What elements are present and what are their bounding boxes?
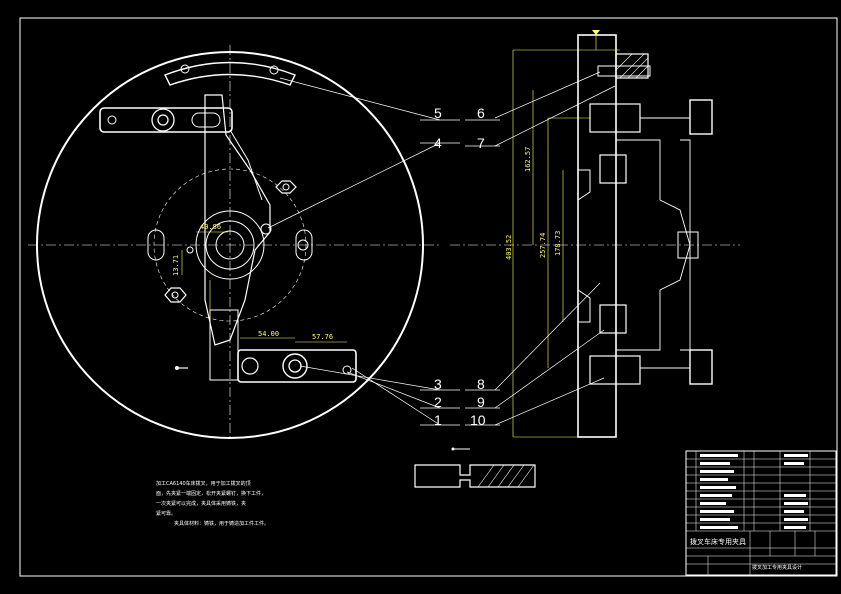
leader-3 (299, 365, 441, 391)
bolt-circle (153, 168, 307, 322)
detail-label-dot (451, 447, 455, 451)
dim-162-57: 162.57 (524, 147, 532, 172)
lower-clamp-bolt (589, 355, 641, 385)
lower-nut (689, 349, 713, 385)
parts-list-fill (700, 454, 808, 529)
top-clamp-pin (107, 115, 117, 125)
leader-6 (494, 71, 601, 119)
side-base-plate (577, 34, 617, 438)
side-center-boss (677, 231, 699, 259)
balloon-4: 4 (434, 135, 442, 151)
leader-7 (494, 85, 616, 147)
leader-8 (494, 282, 601, 391)
workpiece-profile (577, 169, 591, 323)
leader-9 (494, 329, 605, 409)
balloon-10: 10 (470, 412, 486, 428)
detail-view (414, 447, 536, 488)
fork-pin (260, 223, 272, 235)
note-line-3: 一次夹紧可以完成，夹具体采用铸铁，夹 (156, 500, 246, 507)
note-line-5: 夹具体材料：铸铁，用于铸造加工件工件。 (174, 520, 269, 527)
upper-stud (599, 154, 627, 184)
bottom-clamp-boss (282, 353, 308, 379)
leader-10 (494, 377, 605, 426)
dim-13-71: 13.71 (172, 255, 180, 276)
note-line-2: 面，先夹紧一端固定，松开夹紧螺钉，换下工件， (156, 490, 266, 497)
top-lug (164, 61, 296, 86)
hub-outer (195, 210, 265, 280)
balloon-6: 6 (477, 105, 485, 121)
sheet-border (19, 17, 838, 577)
note-line-4: 紧可靠。 (156, 510, 176, 517)
balloon-9: 9 (477, 394, 485, 410)
lug-hole-left (180, 64, 190, 74)
left-slot (147, 229, 165, 261)
fork-rib (229, 129, 263, 201)
side-view: 403.52 162.57 257.74 178.73 (450, 30, 740, 438)
upper-clamp-bolt (589, 103, 641, 133)
leader-5 (279, 77, 441, 121)
dim-257-74: 257.74 (539, 233, 547, 258)
leader-1 (351, 367, 441, 426)
top-arrow-mark (592, 30, 600, 35)
dim-40-86: 40.86 (200, 223, 221, 231)
right-slot (295, 229, 313, 261)
bottom-clamp-bore (288, 359, 302, 373)
fork-body (204, 94, 271, 346)
balloon-5: 5 (434, 105, 442, 121)
hex-nut-upper (275, 180, 297, 194)
balloon-1: 1 (434, 412, 442, 428)
detail-hatch (477, 464, 535, 488)
top-clamp-bore (157, 114, 169, 126)
left-arrow-dot (175, 366, 179, 370)
title-block-title: 拨叉车床专用夹具 (690, 537, 746, 546)
leader-4 (267, 142, 441, 229)
top-clamp-arm (99, 107, 233, 133)
parts-list-grid (686, 451, 836, 575)
hex-nut-upper-hole (282, 183, 290, 191)
locator-pin (186, 246, 194, 254)
bottom-support (209, 309, 239, 381)
top-clamp-slot (191, 112, 221, 128)
bottom-clamp-left-boss (241, 357, 259, 375)
title-block: 拨叉车床专用夹具 拨叉加工专用夹具设计 (685, 450, 837, 576)
upper-nut (689, 99, 713, 135)
title-block-frame (685, 450, 837, 576)
lug-hole-right (269, 65, 279, 75)
side-fork-back (680, 139, 691, 351)
balloon-2: 2 (434, 394, 442, 410)
note-line-1: 加工CA6140车床拨叉，用于加工拨叉的顶 (156, 480, 251, 487)
balloon-3: 3 (434, 376, 442, 392)
title-block-subtitle: 拨叉加工专用夹具设计 (752, 564, 802, 571)
hub-inner (215, 230, 245, 260)
leader-2 (346, 371, 441, 409)
top-clamp-boss (151, 108, 175, 132)
dim-403-52: 403.52 (505, 235, 513, 260)
detail-outline (414, 464, 536, 488)
dim-57-76: 57.76 (312, 333, 333, 341)
balloon-7: 7 (477, 135, 485, 151)
lower-stud (599, 304, 627, 334)
right-pin (297, 239, 309, 251)
hub-mid (205, 220, 255, 270)
top-view: 40.86 13.71 54.00 57.76 (28, 45, 460, 440)
balloon-8: 8 (477, 376, 485, 392)
technical-notes: 加工CA6140车床拨叉，用于加工拨叉的顶 面，先夹紧一端固定，松开夹紧螺钉，换… (156, 480, 269, 527)
hex-nut-lower-hole (171, 291, 179, 299)
dim-178-73: 178.73 (554, 231, 562, 256)
hex-nut-lower (164, 287, 187, 303)
top-bolt (597, 65, 651, 77)
dim-54-00: 54.00 (258, 330, 279, 338)
